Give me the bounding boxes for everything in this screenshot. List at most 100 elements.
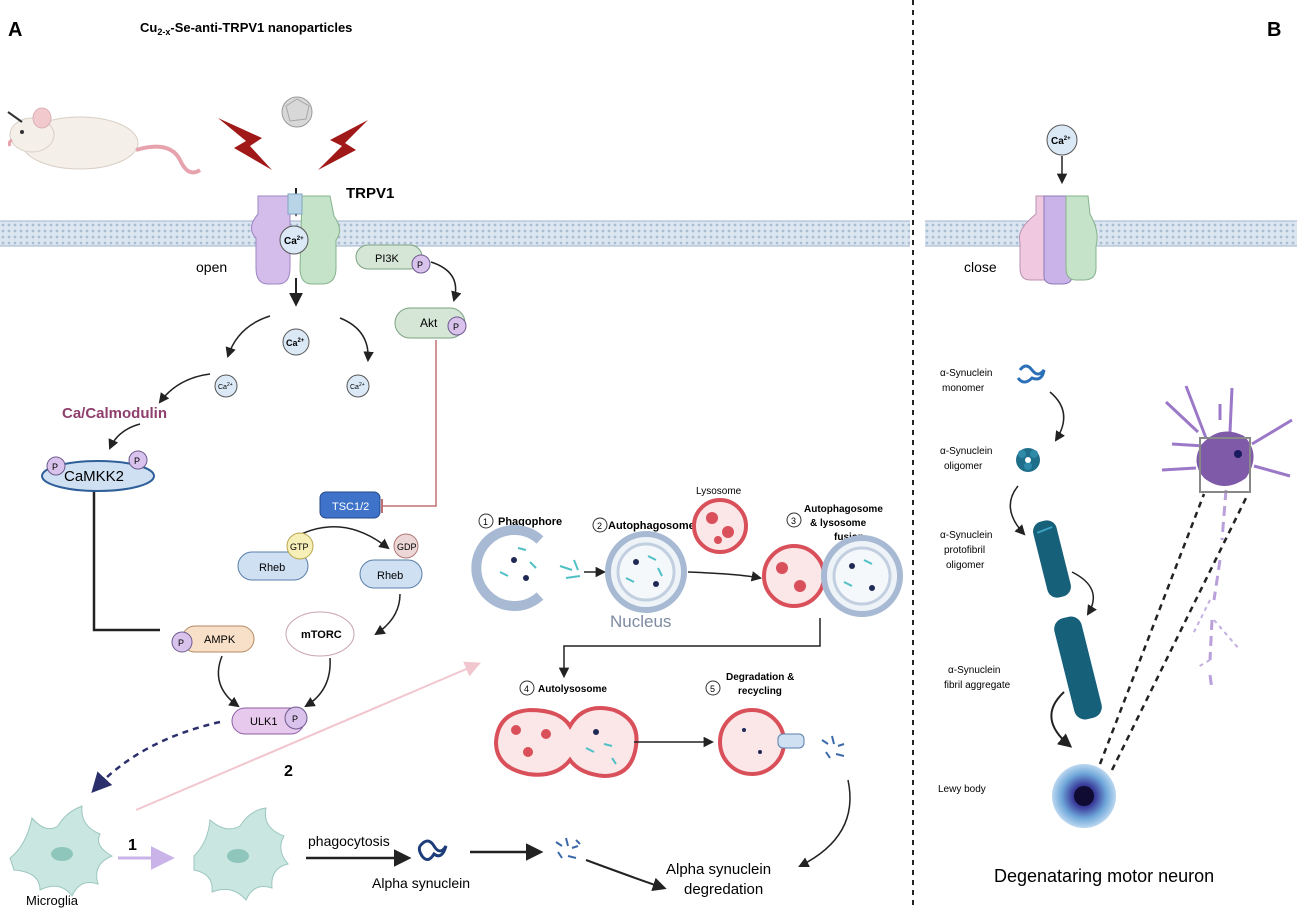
nucleus-label: Nucleus (610, 612, 671, 631)
lewy-body-label: Lewy body (938, 784, 986, 795)
camkk2-ampk-line (92, 492, 160, 632)
ulk1-microglia-dashed-arrow (91, 720, 221, 793)
synuclein-protofibril-icon (1033, 520, 1071, 598)
pi3k-node: PI3K P (355, 244, 431, 274)
fibril-label-line2: fibril aggregate (944, 680, 1011, 691)
lysosome-label: Lysosome (696, 486, 742, 497)
svg-text:GTP: GTP (290, 542, 309, 552)
mtorc-node: mTORC (285, 611, 355, 657)
degradation-label-line2: degredation (684, 881, 763, 898)
degradation-vesicle-icon (718, 708, 805, 776)
svg-text:recycling: recycling (738, 686, 782, 697)
svg-text:Autophagosome: Autophagosome (804, 504, 883, 515)
ca-arrow-left (225, 315, 271, 358)
svg-text:TSC1/2: TSC1/2 (332, 501, 369, 513)
svg-text:5: 5 (710, 684, 715, 694)
calmodulin-camkk2-arrow (108, 423, 141, 450)
calmodulin-label: Ca/Calmodulin (62, 405, 167, 422)
svg-text:P: P (417, 260, 423, 270)
nanoparticle-icon (281, 96, 313, 128)
svg-text:Ca2+: Ca2+ (350, 382, 365, 391)
lysosome-icon (692, 498, 748, 554)
ca-ion-right: Ca2+ (346, 374, 370, 398)
ca-ion-b: Ca2+ (1046, 124, 1078, 156)
oligomer-protofibril-arrow (1009, 485, 1026, 536)
zoom-line-right (1110, 493, 1250, 771)
fusion-icon (762, 535, 903, 617)
synuclein-fibril-icon (1054, 616, 1102, 720)
svg-text:4: 4 (524, 684, 529, 694)
svg-text:1: 1 (483, 517, 488, 527)
phagocytosis-label: phagocytosis (308, 833, 390, 849)
cell-membrane (0, 221, 910, 246)
open-label: open (196, 259, 227, 275)
step-two-label: 2 (284, 763, 293, 780)
protofibril-label-line1: α-Synuclein (940, 530, 992, 541)
rheb-gtp-node: Rheb GTP (237, 532, 314, 581)
step4-autolysosome-label: 4 Autolysosome (519, 680, 607, 696)
ca-calmodulin-arrow (158, 373, 211, 404)
oligomer-label-line2: oligomer (944, 461, 983, 472)
zoom-line-left (1098, 493, 1206, 765)
microglia-autophagy-arrow (135, 661, 481, 811)
svg-text:P: P (453, 322, 459, 332)
alpha-synuclein-icon (417, 839, 448, 861)
microglia-label: Microglia (26, 893, 79, 908)
monomer-label-line2: monomer (942, 383, 985, 394)
nanoparticle-title: Cu2-x-Se-anti-TRPV1 nanoparticles (140, 20, 352, 37)
cell-membrane-b (925, 221, 1297, 246)
ulk1-node: ULK1 P (231, 706, 308, 735)
microglia-cell-left (9, 805, 114, 897)
svg-text:P: P (178, 638, 184, 648)
degradation-label-line1: Alpha synuclein (666, 861, 771, 878)
right-lightning-icon (318, 120, 368, 170)
svg-text:CaMKK2: CaMKK2 (64, 468, 124, 485)
autolysosome-icon (493, 706, 639, 779)
ca-arrow-right (339, 317, 374, 363)
svg-text:AMPK: AMPK (204, 634, 236, 646)
to-fusion-arrow (687, 571, 763, 582)
panel-a-letter: A (8, 19, 22, 41)
trpv1-open-channel (251, 193, 340, 285)
ca-ion-left: Ca2+ (214, 374, 238, 398)
to-degradation-arrow (585, 859, 667, 892)
fragments-icon (559, 559, 581, 579)
protofibril-label-line2: protofibril (944, 545, 985, 556)
svg-text:Akt: Akt (420, 316, 438, 330)
step-one-label: 1 (128, 837, 137, 854)
svg-text:Degradation &: Degradation & (726, 672, 794, 683)
akt-node: Akt P (394, 307, 467, 339)
camkk2-node: CaMKK2 P P (41, 450, 155, 492)
rheb-mtorc-arrow (374, 593, 401, 636)
fibril-label-line1: α-Synuclein (948, 665, 1000, 676)
synuclein-oligomer-icon (1016, 448, 1040, 472)
svg-text:Ca2+: Ca2+ (218, 382, 233, 391)
monomer-label-line1: α-Synuclein (940, 368, 992, 379)
autophagosome-icon (605, 531, 687, 613)
ampk-node: AMPK P (171, 625, 255, 653)
svg-text:P: P (292, 714, 298, 724)
fibril-lewy-arrow (1050, 691, 1073, 748)
svg-text:PI3K: PI3K (375, 253, 400, 265)
mtorc-ulk1-arrow (304, 657, 331, 708)
panel-b-letter: B (1267, 19, 1281, 41)
step2-autophagosome-label: 2 Autophagosome (592, 517, 695, 533)
oligomer-label-line1: α-Synuclein (940, 446, 992, 457)
step5-degradation-label: 5 Degradation & recycling (705, 672, 794, 697)
ca-ion-center: Ca2+ (282, 328, 310, 356)
svg-text:2: 2 (597, 521, 602, 531)
svg-text:P: P (52, 462, 58, 472)
svg-text:Autophagosome: Autophagosome (608, 520, 695, 532)
microglia-cell-right (193, 807, 289, 901)
svg-text:Rheb: Rheb (259, 562, 285, 574)
lewy-body-icon (1052, 764, 1116, 828)
svg-text:3: 3 (791, 516, 796, 526)
motor-neuron-icon (1161, 385, 1293, 691)
alpha-synuclein-label: Alpha synuclein (372, 875, 470, 891)
akt-inhibition-line (382, 340, 437, 507)
recycling-to-degradation-arrow (798, 779, 851, 867)
svg-text:ULK1: ULK1 (250, 716, 278, 728)
monomer-oligomer-arrow (1049, 391, 1065, 442)
mouse-icon (7, 107, 202, 175)
rheb-gdp-node: Rheb GDP (359, 533, 423, 589)
